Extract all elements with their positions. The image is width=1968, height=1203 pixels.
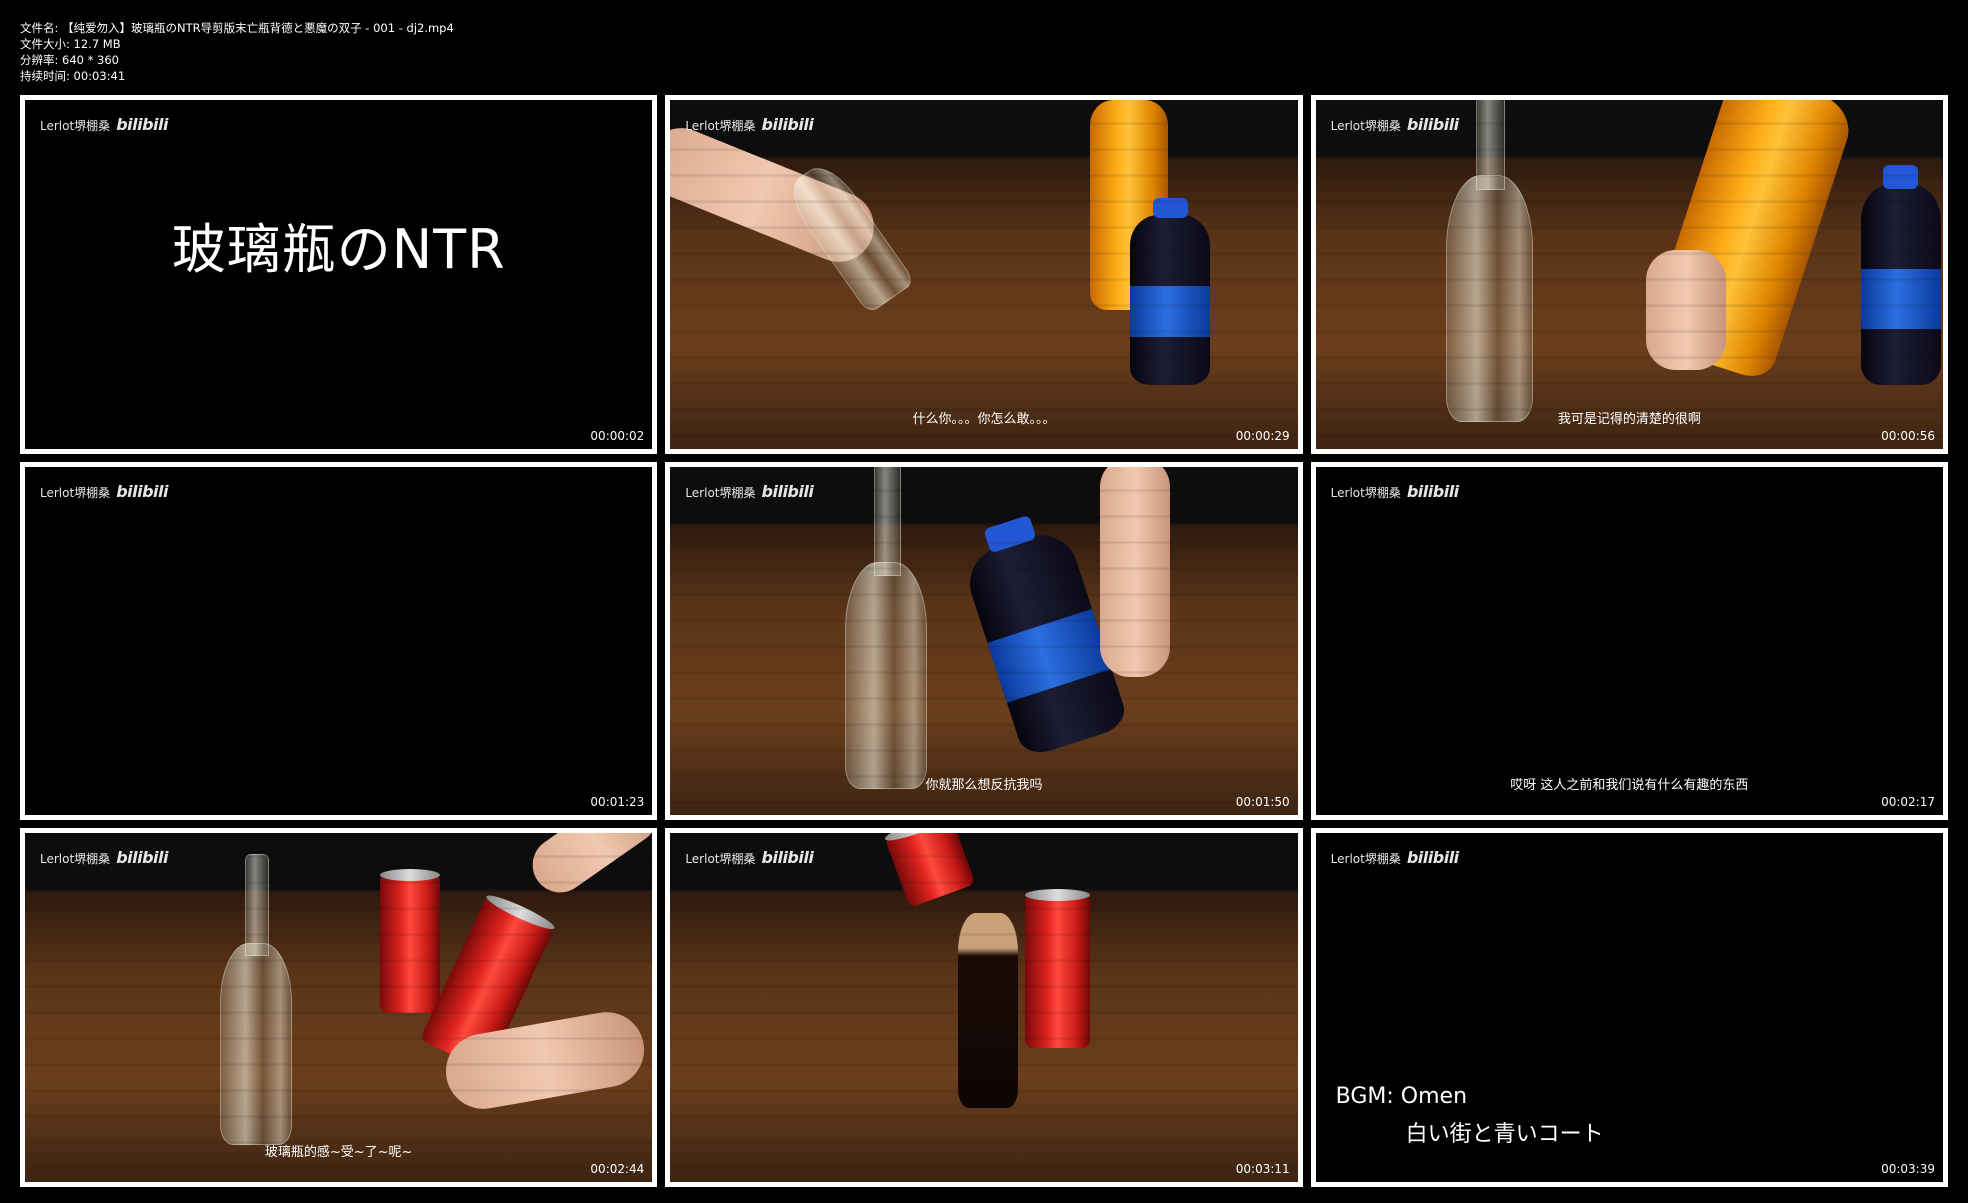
thumbnail-frame[interactable]: Lerlot堺棚桑 bilibili 我可是记得的清楚的很啊 00:00:56 bbox=[1310, 95, 1948, 454]
thumbnail-frame[interactable]: Lerlot堺棚桑 bilibili 00:01:23 bbox=[20, 461, 658, 821]
thumbnail-frame[interactable]: Lerlot堺棚桑 bilibili BGM: Omen 白い街と青いコート 0… bbox=[1310, 828, 1948, 1187]
frame-timestamp: 00:01:50 bbox=[1235, 795, 1290, 810]
glass-bottle-image bbox=[220, 854, 292, 1146]
watermark: Lerlot堺棚桑 bilibili bbox=[40, 115, 168, 134]
frame-timestamp: 00:02:17 bbox=[1881, 795, 1935, 810]
bilibili-logo: bilibili bbox=[761, 848, 814, 868]
watermark: Lerlot堺棚桑 bilibili bbox=[1331, 848, 1459, 867]
watermark-user: Lerlot堺棚桑 bbox=[1330, 852, 1401, 867]
bilibili-logo: bilibili bbox=[1406, 848, 1459, 868]
watermark-user: Lerlot堺棚桑 bbox=[40, 852, 111, 867]
watermark-user: Lerlot堺棚桑 bbox=[40, 119, 111, 133]
hand-image bbox=[1645, 250, 1726, 370]
watermark-user: Lerlot堺棚桑 bbox=[685, 119, 756, 133]
hand-image bbox=[521, 833, 653, 904]
watermark: Lerlot堺棚桑 bilibili bbox=[1331, 115, 1459, 134]
watermark-user: Lerlot堺棚桑 bbox=[1330, 485, 1401, 500]
file-name: 文件名: 【纯爱勿入】玻璃瓶のNTR导剪版末亡瓶背德と悪魔の双子 - 001 -… bbox=[20, 21, 454, 35]
bilibili-logo: bilibili bbox=[116, 481, 168, 501]
video-still bbox=[670, 466, 1298, 816]
thumbnail-frame[interactable]: Lerlot堺棚桑 bilibili 哎呀 这人之前和我们说有什么有趣的东西 0… bbox=[1310, 461, 1948, 821]
thumbnail-frame[interactable]: Lerlot堺棚桑 bilibili 什么你。。。你怎么敢。。。 00:00:2… bbox=[665, 95, 1303, 454]
watermark: Lerlot堺棚桑 bilibili bbox=[685, 115, 813, 134]
video-still bbox=[1315, 99, 1943, 449]
coke-can-image bbox=[1025, 889, 1091, 1049]
video-still bbox=[670, 100, 1298, 449]
frame-timestamp: 00:02:44 bbox=[590, 1161, 645, 1176]
video-still bbox=[670, 833, 1298, 1182]
file-size: 文件大小: 12.7 MB bbox=[20, 37, 121, 51]
frame-timestamp: 00:00:29 bbox=[1235, 428, 1290, 443]
pepsi-bottle-image bbox=[1130, 198, 1211, 385]
pepsi-bottle-image bbox=[1860, 165, 1941, 385]
cola-bottle-image bbox=[958, 913, 1019, 1109]
file-info: 文件名: 【纯爱勿入】玻璃瓶のNTR导剪版末亡瓶背德と悪魔の双子 - 001 -… bbox=[20, 20, 454, 84]
watermark: Lerlot堺棚桑 bilibili bbox=[40, 482, 168, 501]
frame-subtitle: 玻璃瓶的感~受~了~呢~ bbox=[264, 1144, 413, 1160]
video-title-card: 玻璃瓶のNTR bbox=[171, 218, 506, 281]
thumbnail-frame[interactable]: Lerlot堺棚桑 bilibili 你就那么想反抗我吗 00:01:50 bbox=[665, 461, 1303, 821]
frame-subtitle: 我可是记得的清楚的很啊 bbox=[1557, 411, 1701, 427]
bgm-label: BGM: Omen bbox=[1335, 1084, 1468, 1110]
bilibili-logo: bilibili bbox=[761, 115, 814, 134]
frame-timestamp: 00:03:39 bbox=[1881, 1161, 1935, 1176]
thumbnail-frame[interactable]: Lerlot堺棚桑 bilibili 00:03:11 bbox=[665, 828, 1303, 1187]
glass-bottle-image bbox=[1445, 99, 1533, 422]
watermark: Lerlot堺棚桑 bilibili bbox=[40, 848, 168, 867]
glass-bottle-image bbox=[845, 466, 928, 789]
watermark: Lerlot堺棚桑 bilibili bbox=[685, 848, 813, 867]
frame-timestamp: 00:03:11 bbox=[1235, 1161, 1290, 1176]
bilibili-logo: bilibili bbox=[116, 848, 168, 868]
frame-subtitle: 什么你。。。你怎么敢。。。 bbox=[912, 411, 1056, 427]
bgm-credit: BGM: Omen 白い街と青いコート bbox=[1336, 1078, 1604, 1154]
frame-subtitle: 哎呀 这人之前和我们说有什么有趣的东西 bbox=[1510, 778, 1749, 794]
video-still bbox=[25, 466, 653, 816]
video-still bbox=[1315, 466, 1943, 816]
frame-timestamp: 00:00:56 bbox=[1881, 428, 1935, 443]
video-still bbox=[25, 100, 653, 449]
bilibili-logo: bilibili bbox=[1406, 115, 1459, 134]
file-resolution: 分辨率: 640 * 360 bbox=[20, 53, 119, 67]
watermark-user: Lerlot堺棚桑 bbox=[685, 852, 756, 867]
frame-subtitle: 你就那么想反抗我吗 bbox=[925, 778, 1043, 794]
frame-timestamp: 00:00:02 bbox=[590, 428, 645, 443]
watermark-user: Lerlot堺棚桑 bbox=[685, 485, 756, 500]
watermark-user: Lerlot堺棚桑 bbox=[40, 485, 111, 500]
coke-can-image bbox=[380, 869, 440, 1014]
watermark-user: Lerlot堺棚桑 bbox=[1330, 119, 1401, 133]
thumbnail-frame[interactable]: Lerlot堺棚桑 bilibili 玻璃瓶的感~受~了~呢~ 00:02:44 bbox=[20, 828, 658, 1187]
hand-image bbox=[1100, 466, 1171, 677]
bilibili-logo: bilibili bbox=[761, 481, 814, 501]
thumbnail-frame[interactable]: Lerlot堺棚桑 bilibili 玻璃瓶のNTR 00:00:02 bbox=[20, 95, 658, 454]
frame-timestamp: 00:01:23 bbox=[590, 795, 645, 810]
thumbnail-grid: Lerlot堺棚桑 bilibili 玻璃瓶のNTR 00:00:02 Lerl… bbox=[20, 95, 1948, 1187]
watermark: Lerlot堺棚桑 bilibili bbox=[1331, 482, 1459, 501]
video-still bbox=[1315, 833, 1943, 1182]
watermark: Lerlot堺棚桑 bilibili bbox=[685, 482, 813, 501]
bilibili-logo: bilibili bbox=[1406, 481, 1459, 501]
bgm-song: 白い街と青いコート bbox=[1405, 1122, 1604, 1148]
bilibili-logo: bilibili bbox=[116, 115, 168, 134]
video-still bbox=[25, 833, 653, 1182]
coke-can-image bbox=[883, 833, 977, 909]
file-duration: 持续时间: 00:03:41 bbox=[20, 69, 126, 83]
